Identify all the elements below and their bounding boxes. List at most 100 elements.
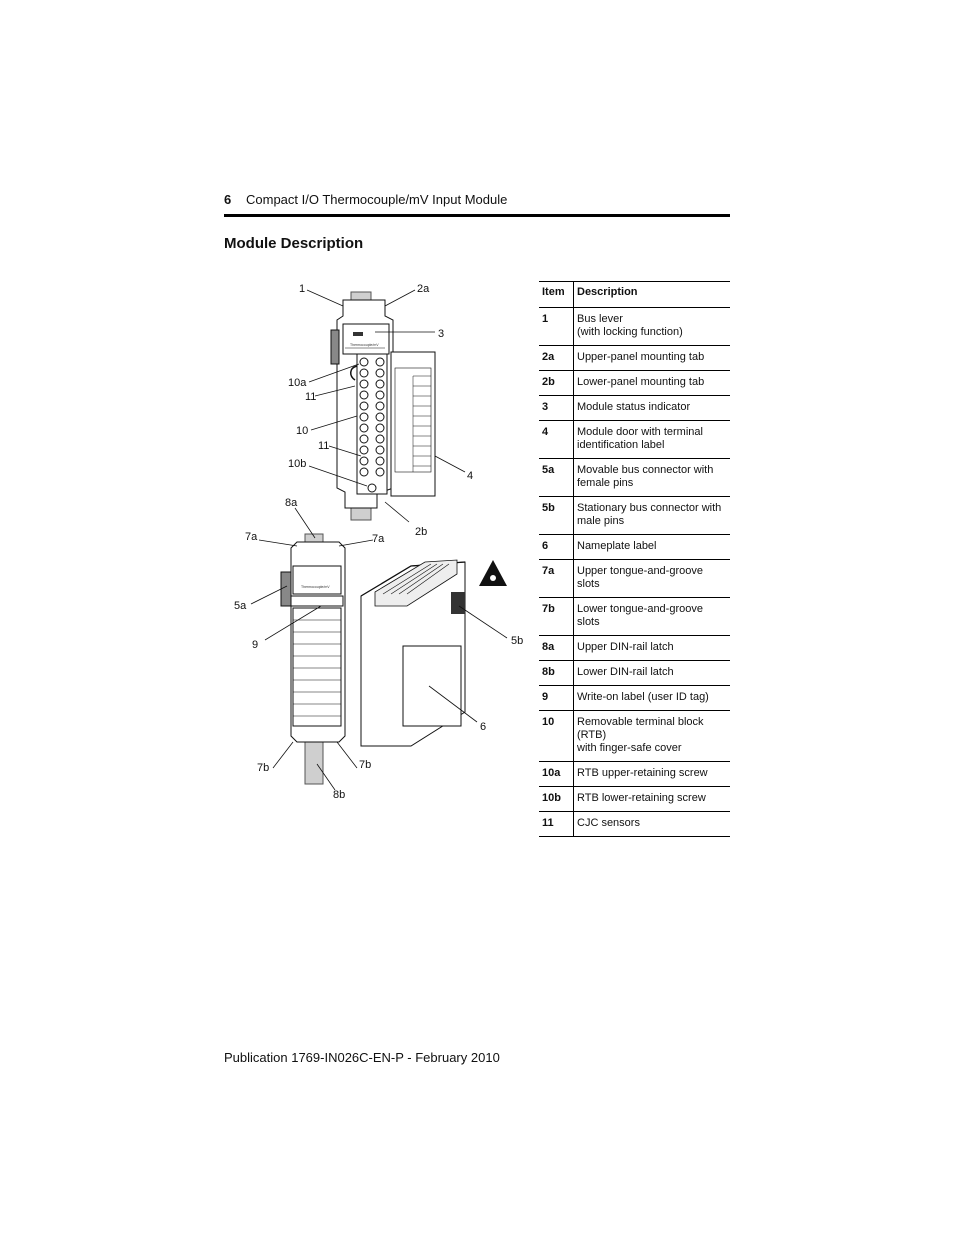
description-cell: Upper tongue-and-groove slots	[573, 559, 730, 598]
callout-2a: 2a	[417, 283, 430, 295]
callout-3: 3	[438, 328, 444, 340]
description-line: Upper tongue-and-groove slots	[577, 565, 703, 590]
page-number: 6	[224, 192, 232, 207]
description-cell: Lower tongue-and-groove slots	[573, 597, 730, 636]
module-diagram: Thermocouple/mV Thermocouple/mV 1 2a 3 1…	[234, 283, 523, 801]
description-column-header: Description	[573, 281, 730, 308]
description-line: Stationary bus connector with	[577, 502, 722, 514]
item-cell: 2a	[539, 345, 574, 371]
callout-8b: 8b	[333, 789, 345, 801]
callout-7a-right: 7a	[372, 533, 385, 545]
item-cell: 10a	[539, 761, 574, 787]
page-header: 6 Compact I/O Thermocouple/mV Input Modu…	[224, 192, 730, 216]
callout-6: 6	[480, 721, 486, 733]
item-cell: 7b	[539, 597, 574, 636]
description-line: (with locking function)	[577, 326, 683, 338]
stationary-bus-connector	[451, 592, 465, 614]
callout-7b-right: 7b	[359, 759, 371, 771]
item-cell: 9	[539, 685, 574, 711]
callout-10a: 10a	[288, 377, 307, 389]
callout-11-mid: 11	[318, 440, 329, 452]
description-line: male pins	[577, 515, 625, 527]
description-cell: RTB lower-retaining screw	[573, 786, 730, 812]
callout-7b-left: 7b	[257, 762, 269, 774]
description-line: RTB upper-retaining screw	[577, 767, 708, 779]
item-cell: 1	[539, 307, 574, 346]
callout-5b: 5b	[511, 635, 523, 647]
item-cell: 5a	[539, 458, 574, 497]
item-cell: 3	[539, 395, 574, 421]
description-line: Lower-panel mounting tab	[577, 376, 705, 388]
description-cell: Module status indicator	[573, 395, 730, 421]
description-line: identification label	[577, 439, 665, 451]
description-line: Movable bus connector with	[577, 464, 714, 476]
section-title: Module Description	[224, 235, 364, 252]
callout-1: 1	[299, 283, 305, 295]
description-cell: CJC sensors	[573, 811, 730, 837]
item-cell: 10b	[539, 786, 574, 812]
esd-warning-icon	[479, 560, 507, 586]
item-cell: 6	[539, 534, 574, 560]
svg-text:Thermocouple/mV: Thermocouple/mV	[301, 585, 330, 589]
item-cell: 8b	[539, 660, 574, 686]
running-title: Compact I/O Thermocouple/mV Input Module	[246, 192, 508, 207]
description-line: female pins	[577, 477, 634, 489]
description-cell: Nameplate label	[573, 534, 730, 560]
item-cell: 10	[539, 710, 574, 762]
item-cell: 11	[539, 811, 574, 837]
callout-2b: 2b	[415, 526, 427, 538]
status-window	[292, 565, 342, 595]
module-figure: Thermocouple/mV Thermocouple/mV 1 2a 3 1…	[225, 276, 530, 806]
description-line: Removable terminal block (RTB)	[577, 716, 704, 741]
callout-4: 4	[467, 470, 473, 482]
callout-8a: 8a	[285, 497, 298, 509]
description-cell: Bus lever(with locking function)	[573, 307, 730, 346]
item-cell: 7a	[539, 559, 574, 598]
description-cell: Lower DIN-rail latch	[573, 660, 730, 686]
description-line: RTB lower-retaining screw	[577, 792, 706, 804]
description-cell: Removable terminal block (RTB)with finge…	[573, 710, 730, 762]
item-cell: 5b	[539, 496, 574, 535]
callout-5a: 5a	[234, 600, 247, 612]
svg-text:Thermocouple/mV: Thermocouple/mV	[350, 343, 379, 347]
status-indicator-panel	[342, 323, 390, 355]
callout-10b: 10b	[288, 458, 306, 470]
item-column-header: Item	[539, 281, 574, 308]
description-line: Write-on label (user ID tag)	[577, 691, 709, 703]
header-rule	[224, 214, 730, 217]
item-cell: 8a	[539, 635, 574, 661]
description-cell: Write-on label (user ID tag)	[573, 685, 730, 711]
description-line: Module door with terminal	[577, 426, 703, 438]
description-cell: Upper DIN-rail latch	[573, 635, 730, 661]
description-line: Upper DIN-rail latch	[577, 641, 674, 653]
description-line: Module status indicator	[577, 401, 691, 413]
description-line: with finger-safe cover	[577, 742, 682, 754]
publication-footer: Publication 1769-IN026C-EN-P - February …	[224, 1050, 500, 1065]
callout-9: 9	[252, 639, 258, 651]
table-header-row: Item Description	[539, 281, 730, 308]
description-line: Lower tongue-and-groove slots	[577, 603, 703, 628]
description-line: Upper-panel mounting tab	[577, 351, 705, 363]
nameplate-label	[402, 645, 462, 727]
description-line: Bus lever	[577, 313, 623, 325]
write-on-label	[292, 607, 342, 727]
